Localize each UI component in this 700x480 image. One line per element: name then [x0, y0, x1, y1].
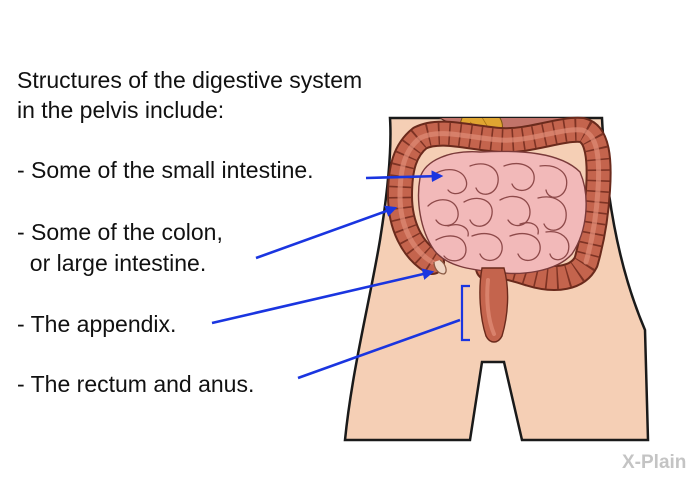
appendix — [433, 259, 447, 275]
leader-rectum-anus — [297, 318, 461, 380]
intro-line-1: Structures of the digestive system — [17, 67, 363, 93]
arrow-small-intestine — [365, 170, 444, 183]
item-colon-line-1: - Some of the colon, — [17, 219, 223, 245]
rectum-anus-bracket — [460, 284, 470, 342]
arrow-appendix — [211, 268, 435, 325]
item-small-intestine: - Some of the small intestine. — [17, 157, 314, 183]
intro-line-2: in the pelvis include: — [17, 97, 225, 123]
xplain-logo: X-Plain — [622, 452, 687, 473]
small-intestine-loops — [427, 163, 570, 262]
item-rectum-anus: - The rectum and anus. — [17, 371, 255, 397]
small-intestine — [417, 150, 587, 275]
arrow-colon — [255, 205, 398, 260]
item-colon-line-2: or large intestine. — [17, 250, 207, 276]
item-appendix: - The appendix. — [17, 311, 177, 337]
